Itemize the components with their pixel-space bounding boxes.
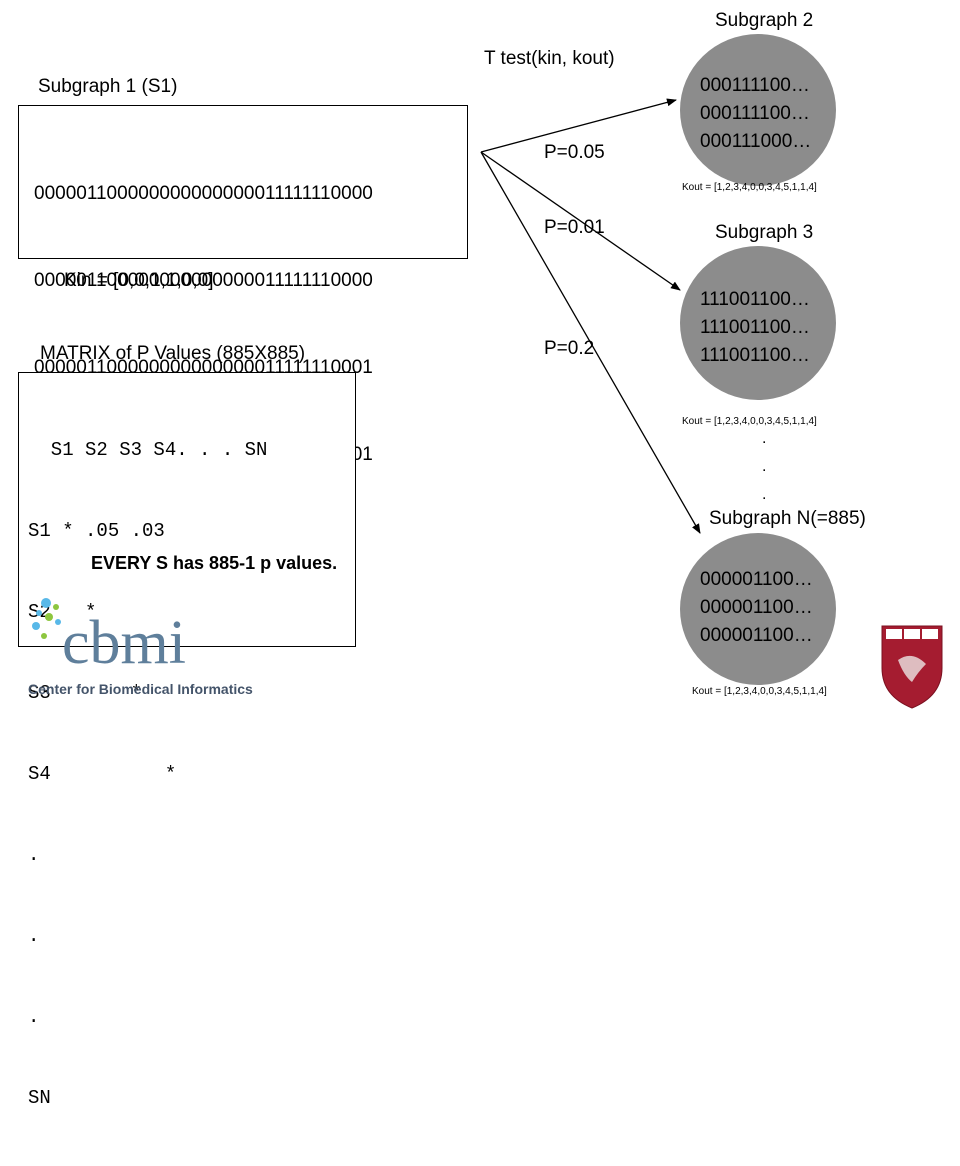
bit-row: 000111100… (700, 75, 810, 96)
subgraph-2-node (680, 34, 836, 186)
subgraph-3-title: Subgraph 3 (715, 222, 814, 243)
bit-row: 111001100… (700, 345, 810, 366)
cbmi-logo-dots (32, 598, 61, 639)
subgraph-2-title: Subgraph 2 (715, 10, 814, 31)
matrix-line: SN (28, 1087, 51, 1109)
bit-row: 000111000… (700, 131, 812, 152)
arrow-to-subgraph-2 (480, 98, 677, 153)
bit-row: 000001100… (700, 569, 813, 590)
bit-row: 000001100… (700, 625, 813, 646)
subgraph-2-bits: 000111100… 000111100… 000111000… (700, 72, 811, 156)
bit-row: 000001100000000000000011111110000 (34, 270, 373, 291)
ellipsis-dot: . (762, 458, 767, 475)
matrix-line: S1 S2 S3 S4. . . SN (28, 439, 268, 461)
matrix-line: . (28, 1006, 40, 1028)
subgraph-n-bits: 000001100… 000001100… 000001100… (700, 566, 813, 650)
arrow-to-subgraph-n (480, 151, 701, 534)
bit-row: 000111100… (700, 103, 810, 124)
bit-row: 111001100… (700, 317, 810, 338)
ellipsis-dot: . (762, 430, 767, 447)
kin-vector: Kin = [0,0,1,1,0,0] (64, 270, 214, 291)
subgraph-n-kout: Kout = [1,2,3,4,0,0,3,4,5,1,1,4] (692, 686, 827, 697)
subgraph-n-node (680, 533, 836, 685)
subgraph-1-title: Subgraph 1 (S1) (38, 76, 178, 97)
bit-row: 000001100… (700, 597, 813, 618)
subgraph-3-bits: 111001100… 111001100… 111001100… (700, 286, 810, 370)
p-value-subgraph-2: P=0.05 (544, 142, 605, 163)
matrix-line: S3 * (28, 682, 143, 704)
matrix-line: . (28, 844, 40, 866)
matrix-line: . (28, 925, 40, 947)
arrow-to-subgraph-3 (480, 151, 681, 291)
p-value-subgraph-n: P=0.2 (544, 338, 595, 359)
cbmi-wordmark: cbmi (62, 609, 186, 677)
subgraph-3-kout: Kout = [1,2,3,4,0,0,3,4,5,1,1,4] (682, 416, 817, 427)
ellipsis-dot: . (762, 486, 767, 503)
matrix-line: S1 * .05 .03 (28, 520, 165, 542)
matrix-box: S1 S2 S3 S4. . . SN S1 * .05 .03 S2 * S3… (18, 372, 356, 1109)
bit-row: 000001100000000000000011111110000 (34, 183, 373, 204)
shield-icon (881, 625, 943, 709)
subgraph-n-title: Subgraph N(=885) (709, 508, 866, 529)
subgraph-2-kout: Kout = [1,2,3,4,0,0,3,4,5,1,1,4] (682, 182, 817, 193)
bit-row: 111001100… (700, 289, 810, 310)
arrows-layer (480, 98, 701, 534)
matrix-title: MATRIX of P Values (885X885) (40, 343, 306, 364)
subgraph-3-node (680, 246, 836, 400)
p-value-subgraph-3: P=0.01 (544, 217, 605, 238)
cbmi-subtitle: Center for Biomedical Informatics (28, 681, 253, 697)
t-test-label: T test(kin, kout) (484, 48, 615, 69)
matrix-note: EVERY S has 885-1 p values. (91, 553, 338, 573)
matrix-line: S4 * (28, 763, 177, 785)
